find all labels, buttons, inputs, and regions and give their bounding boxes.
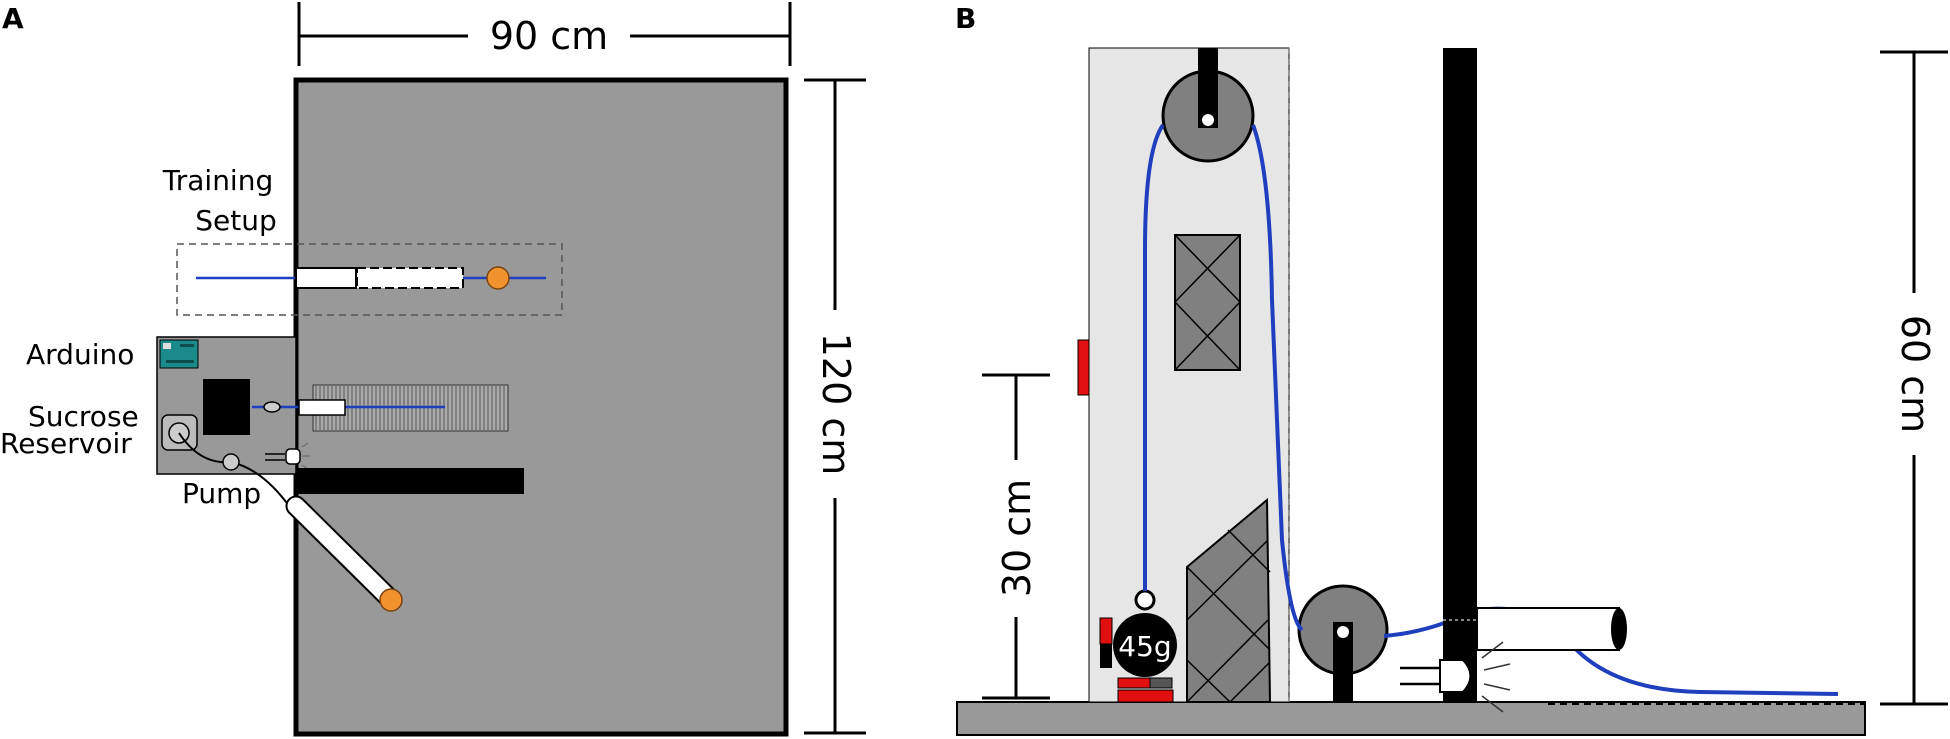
lattice-ramp xyxy=(1186,497,1272,703)
main-cylinder xyxy=(298,399,346,416)
red-switch xyxy=(1077,339,1090,396)
weight-icon xyxy=(1113,613,1177,677)
training-ball xyxy=(486,266,510,290)
panel-b: B xyxy=(955,2,1948,736)
controller-box xyxy=(203,379,250,435)
training-setup-box xyxy=(176,243,563,316)
horizontal-cylinder xyxy=(1476,607,1627,651)
base-platform xyxy=(956,701,1866,736)
height-label: 120 cm xyxy=(814,333,858,476)
striped-platform xyxy=(252,384,509,432)
tall-height-dimension: 60 cm xyxy=(1880,50,1948,706)
arduino-label: Arduino xyxy=(26,338,134,371)
led-light xyxy=(1400,641,1511,713)
led-icon xyxy=(1439,659,1472,693)
training-label-line1: Training xyxy=(162,164,273,197)
short-height-label: 30 cm xyxy=(995,479,1039,597)
diagonal-ball xyxy=(379,588,403,612)
pump-icon xyxy=(222,453,240,471)
panel-b-letter: B xyxy=(955,2,976,35)
reservoir-label-line2: Reservoir xyxy=(0,427,132,460)
pump-label: Pump xyxy=(182,477,261,510)
height-dimension: 120 cm xyxy=(804,78,866,735)
diagonal-tube xyxy=(285,495,403,612)
crossed-box xyxy=(1174,234,1241,371)
width-label: 90 cm xyxy=(490,14,608,58)
tall-height-label: 60 cm xyxy=(1893,315,1937,433)
reservoir-label-line1: Sucrose xyxy=(28,400,139,433)
top-pulley xyxy=(1161,48,1255,163)
training-cylinder-dashed xyxy=(356,267,464,289)
weight: 45g xyxy=(1099,589,1177,703)
panel-a: A 90 cm 120 cm Training Setup xyxy=(0,2,866,737)
width-dimension: 90 cm xyxy=(297,2,792,66)
arduino-board: Arduino xyxy=(26,338,199,371)
led-element xyxy=(265,442,310,470)
training-label-line2: Setup xyxy=(195,204,277,237)
panel-a-letter: A xyxy=(2,2,24,35)
weight-label: 45g xyxy=(1118,630,1171,663)
training-setup: Training Setup xyxy=(162,164,563,316)
training-cylinder xyxy=(295,267,357,289)
black-wall xyxy=(296,468,524,494)
bottom-pulley xyxy=(1297,584,1389,702)
short-height-dimension: 30 cm xyxy=(982,373,1050,700)
vertical-pole xyxy=(1443,48,1477,702)
